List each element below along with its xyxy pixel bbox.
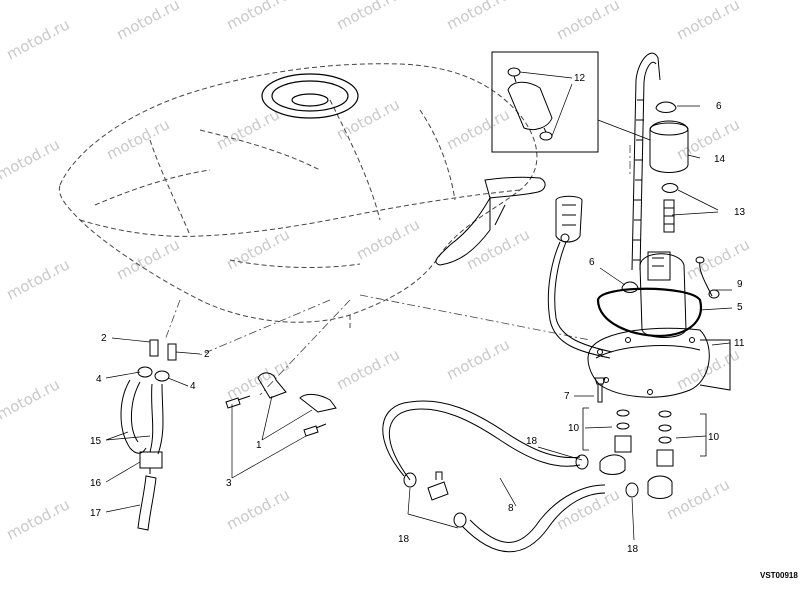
callout-18-right: 18 [627, 544, 639, 555]
callout-18-left: 18 [398, 534, 410, 545]
watermark-text: motod.ru [663, 475, 732, 523]
watermark-text: motod.ru [333, 345, 402, 393]
watermark-text: motod.ru [443, 105, 512, 153]
diagram-code: VST00918 [760, 571, 798, 580]
callout-15: 15 [90, 436, 102, 447]
watermark-text: motod.ru [353, 215, 422, 263]
callout-18-upper: 18 [526, 436, 538, 447]
callout-9: 9 [737, 279, 743, 290]
watermark-text: motod.ru [553, 0, 622, 44]
inset-detail-box [491, 51, 651, 153]
tank-mounting-bracket [435, 176, 546, 266]
fuel-filter-14 [649, 120, 689, 173]
gasket-5 [596, 287, 703, 338]
hose-clips-and-screws [225, 372, 337, 437]
nipple-2-left [149, 339, 159, 357]
screw-3-left [225, 395, 251, 409]
nipple-2-right [167, 343, 177, 361]
filter-strap-9 [699, 261, 713, 297]
o-ring-13-upper [661, 183, 679, 193]
clamp-4-right [154, 370, 170, 382]
watermark-text: motod.ru [113, 235, 182, 283]
watermark-text: motod.ru [333, 0, 402, 34]
callout-6: 6 [716, 101, 722, 112]
callout-10-right: 10 [708, 432, 720, 443]
watermark-text: motod.ru [113, 0, 182, 44]
harness-connector [555, 195, 583, 243]
callout-11: 11 [734, 338, 745, 349]
hose-connectors [427, 454, 673, 501]
callout-1: 1 [256, 440, 262, 451]
inline-fuel-filter [507, 67, 553, 141]
watermark-text: motod.ru [673, 0, 742, 44]
t-joint-16 [139, 451, 163, 474]
callout-17: 17 [90, 508, 102, 519]
filler-cap-ring [261, 73, 359, 119]
callout-7: 7 [564, 391, 570, 402]
watermark-text: motod.ru [213, 105, 282, 153]
watermark-text: motod.ru [673, 115, 742, 163]
watermark-text: motod.ru [223, 355, 292, 403]
watermark-text: motod.ru [223, 485, 292, 533]
hose-clamps [403, 454, 639, 528]
watermark-text: motod.ru [0, 135, 63, 183]
electrical-connector [647, 251, 671, 281]
wiring-harness [547, 195, 613, 359]
nipple-13 [663, 199, 675, 233]
watermark-text: motod.ru [3, 495, 72, 543]
watermark-text: motod.ru [443, 0, 512, 34]
callout-13: 13 [734, 207, 746, 218]
callout-5: 5 [737, 302, 743, 313]
callout-4-right: 4 [190, 381, 196, 392]
bracket-10 [582, 407, 707, 457]
hose-15-left [120, 379, 147, 454]
callout-2-right: 2 [204, 349, 210, 360]
watermark-text: motod.ru [443, 335, 512, 383]
screw-3-right [303, 423, 327, 437]
callout-2-left: 2 [101, 333, 107, 344]
hose-17 [137, 475, 157, 531]
fuel-tank [58, 63, 538, 330]
callout-16: 16 [90, 478, 102, 489]
screw-7 [594, 377, 606, 403]
watermark-text: motod.ru [103, 115, 172, 163]
corrugated-breather-tube [631, 52, 661, 271]
callout-10-left: 10 [568, 423, 580, 434]
watermark-text: motod.ru [3, 255, 72, 303]
clip-1-right [299, 393, 337, 413]
watermark-text: motod.ru [3, 15, 72, 63]
callout-12: 12 [574, 73, 586, 84]
o-ring-6-upper [655, 101, 677, 113]
callout-4-left: 4 [96, 374, 102, 385]
callout-3: 3 [226, 478, 232, 489]
drain-hose-assembly [120, 339, 177, 531]
fuel-pump-assembly [587, 101, 731, 403]
watermark-text: motod.ru [463, 225, 532, 273]
fuel-hoses [382, 400, 606, 553]
callout-14: 14 [714, 154, 726, 165]
hose-15-right [149, 383, 154, 453]
watermark-text: motod.ru [223, 0, 292, 34]
clamp-4-left [137, 366, 153, 378]
callout-labels: 12 6 14 13 6 9 5 11 7 10 10 18 8 18 18 2… [90, 73, 798, 580]
callout-leaders [105, 105, 733, 541]
watermark-text: motod.ru [683, 235, 752, 283]
quick-couplings-10 [614, 409, 674, 467]
watermark-text: motod.ru [0, 375, 63, 423]
assembly-leader-lines [164, 145, 631, 396]
clip-1-left [257, 372, 287, 399]
callout-8: 8 [508, 503, 514, 514]
callout-6-lower: 6 [589, 257, 595, 268]
flange-label-tab [699, 339, 731, 391]
